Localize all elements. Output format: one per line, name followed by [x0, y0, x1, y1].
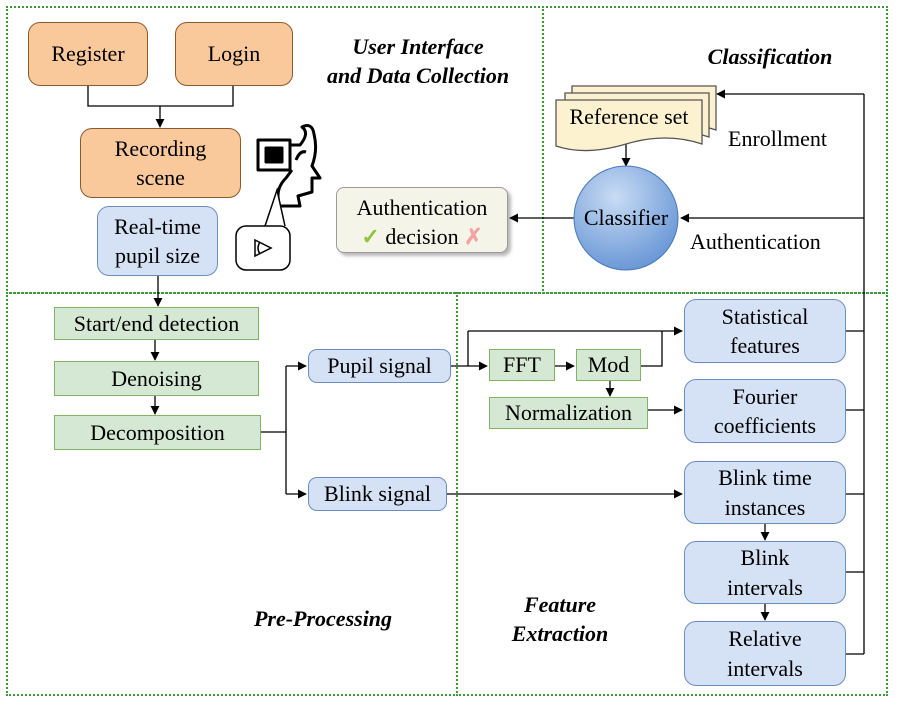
pupil-size-box: Real-time pupil size: [97, 206, 218, 276]
statistical-features-box: Statistical features: [684, 299, 846, 363]
blink-signal-box: Blink signal: [308, 477, 447, 511]
pupil-signal-box: Pupil signal: [308, 349, 451, 383]
mod-box: Mod: [576, 349, 641, 381]
classification-region-title: Classification: [707, 44, 833, 69]
register-button: Register: [28, 22, 148, 86]
relative-intervals-box: Relative intervals: [684, 621, 846, 686]
blink-intervals-box: Blink intervals: [684, 541, 846, 604]
authentication-decision-box: Authentication ✓ decision ✗: [336, 187, 508, 253]
reference-set-label: Reference set: [569, 104, 689, 129]
recording-scene-box: Recording scene: [80, 128, 241, 198]
decision-line2: ✓ decision ✗: [337, 223, 507, 252]
decision-text: decision: [385, 223, 459, 249]
normalization-box: Normalization: [489, 397, 648, 429]
preprocessing-region-title: Pre-Processing: [253, 606, 393, 631]
login-button: Login: [175, 22, 293, 86]
classifier-circle: [573, 165, 679, 271]
check-icon: ✓: [361, 223, 380, 249]
fourier-coefficients-box: Fourier coefficients: [684, 379, 846, 443]
ui-region-title: User Interface and Data Collection: [326, 34, 510, 89]
fft-box: FFT: [489, 349, 555, 381]
vr-headset-icon: [256, 124, 322, 208]
eye-icon: [235, 187, 291, 271]
enrollment-label: Enrollment: [728, 126, 827, 151]
cross-icon: ✗: [464, 223, 483, 249]
decomposition-box: Decomposition: [54, 415, 261, 450]
decision-line1: Authentication: [356, 195, 488, 220]
start-end-detection-box: Start/end detection: [54, 307, 259, 340]
classifier-label: Classifier: [583, 205, 669, 230]
denoising-box: Denoising: [54, 361, 259, 396]
blink-time-instances-box: Blink time instances: [684, 461, 846, 524]
feature-extraction-region-title: Feature Extraction: [511, 592, 609, 647]
authentication-label: Authentication: [690, 229, 821, 254]
reference-set-stack: [555, 85, 717, 152]
